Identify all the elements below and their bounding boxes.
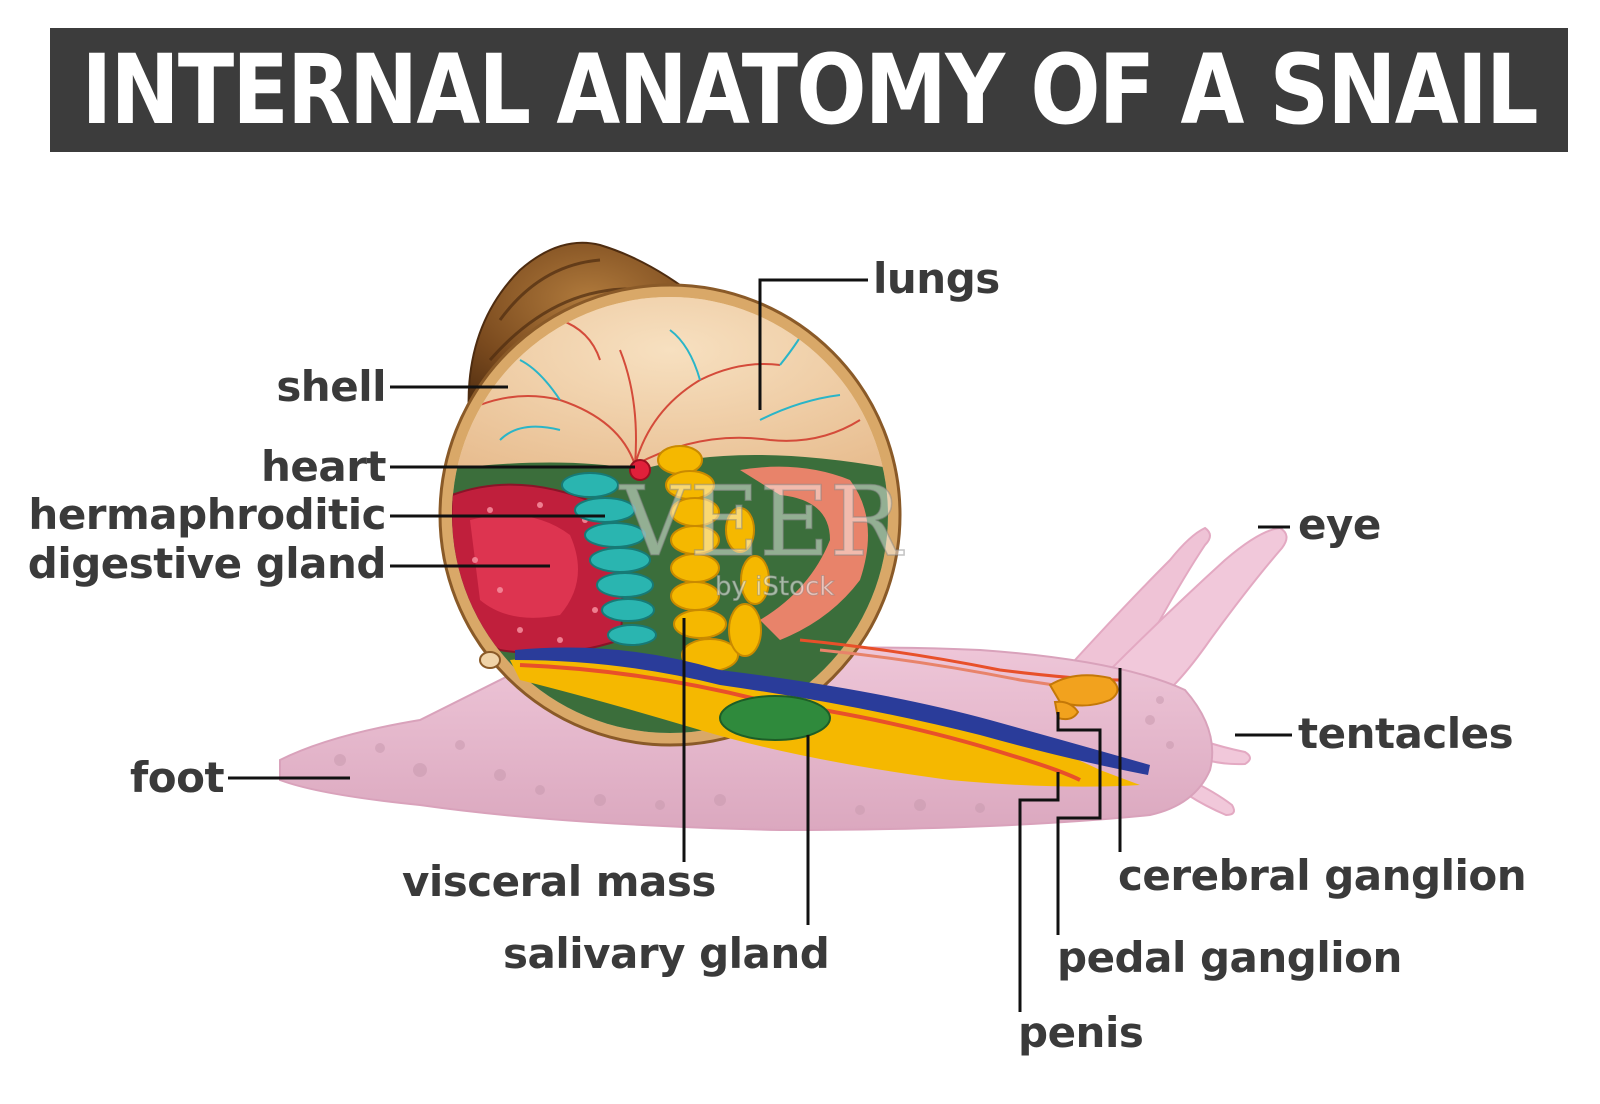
lungs-leader — [758, 278, 868, 410]
label-eye: eye — [1298, 500, 1381, 549]
visceral-mass-organ — [657, 445, 770, 672]
hermaphroditic-gland-organ — [561, 472, 657, 646]
label-penis: penis — [1018, 1008, 1144, 1057]
label-lungs: lungs — [873, 254, 1000, 303]
watermark-brand: VEER — [619, 466, 904, 578]
pedal-ganglion-organ — [1053, 700, 1080, 721]
label-digestive-gland: digestive gland — [27, 539, 387, 588]
heart-organ — [629, 459, 651, 481]
pedal-ganglion-leader — [1056, 712, 1102, 935]
foot-texture — [334, 696, 1174, 815]
label-visceral-mass: visceral mass — [402, 857, 716, 906]
label-pedal-ganglion: pedal ganglion — [1057, 933, 1402, 982]
label-heart: heart — [260, 442, 387, 491]
leader-lines — [228, 278, 1292, 1012]
tentacles-group — [1073, 526, 1288, 817]
label-tentacles: tentacles — [1298, 709, 1514, 758]
title-banner: INTERNAL ANATOMY OF A SNAIL — [50, 28, 1568, 152]
watermark-sub: by iStock — [715, 572, 834, 602]
label-foot: foot — [130, 753, 225, 802]
label-shell: shell — [276, 362, 386, 411]
lung-vessels — [479, 319, 861, 466]
label-cerebral-ganglion: cerebral ganglion — [1118, 851, 1527, 900]
cerebral-ganglion-organ — [1048, 674, 1119, 707]
upper-tentacle-right — [1108, 526, 1288, 707]
salivary-gland-organ — [719, 695, 831, 741]
diagram-title: INTERNAL ANATOMY OF A SNAIL — [81, 34, 1538, 146]
label-salivary-gland: salivary gland — [503, 929, 830, 978]
label-hermaphroditic: hermaphroditic — [28, 490, 386, 539]
penis-leader — [1018, 772, 1060, 1012]
